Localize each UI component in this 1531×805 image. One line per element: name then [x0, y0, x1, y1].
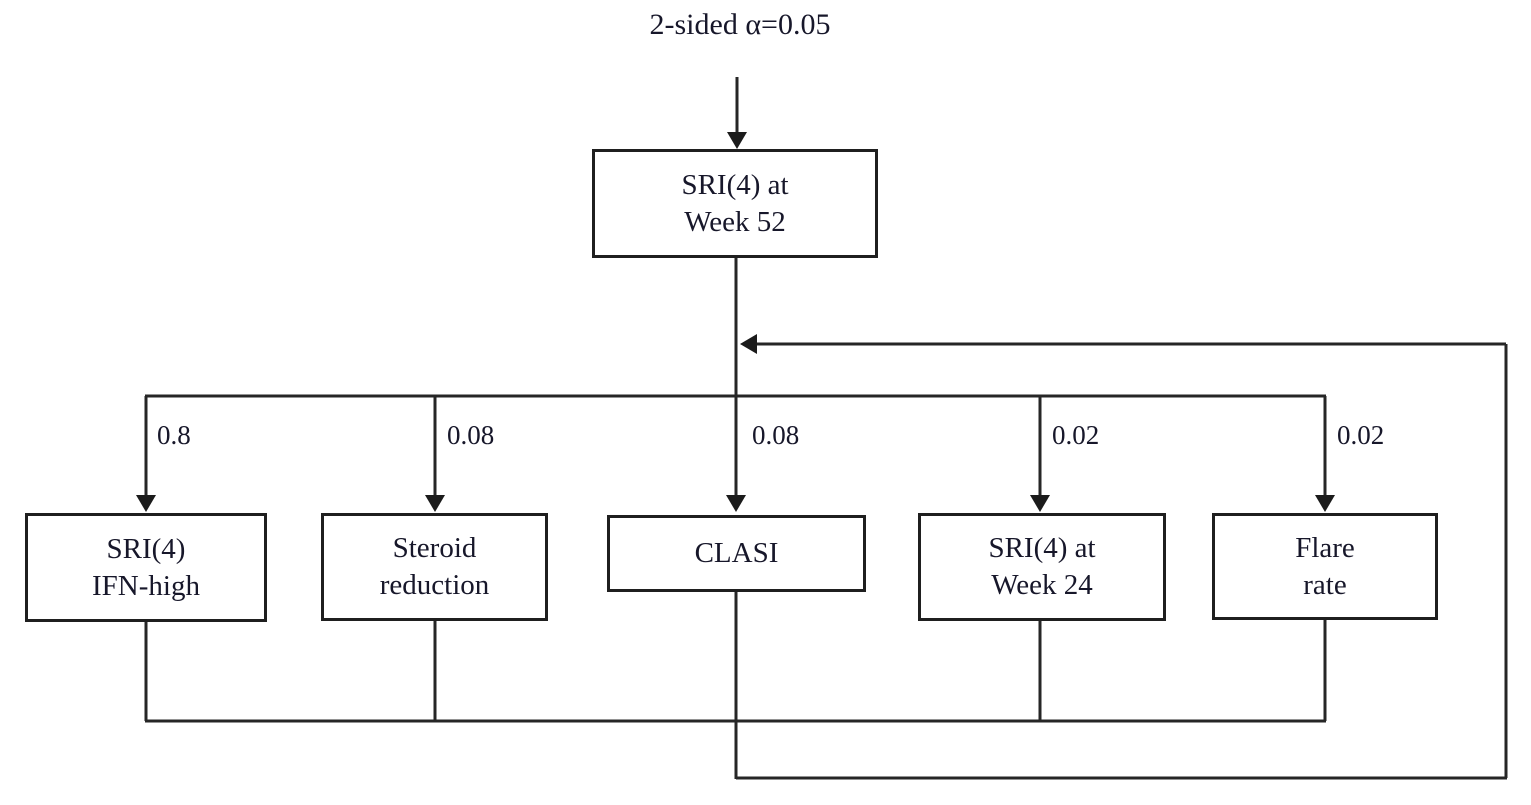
recycle-arrow: [734, 334, 1508, 780]
node-label-line: Steroid: [392, 532, 477, 564]
node-label-line: reduction: [379, 569, 490, 601]
branch-weight-label: 0.08: [447, 420, 495, 450]
branch-arrows: [136, 396, 1335, 512]
node-clasi: CLASI: [607, 515, 866, 592]
node-steroid-reduction: Steroid reduction: [321, 513, 548, 621]
alpha-note-label: 2-sided α=0.05: [649, 8, 831, 41]
root-to-split-arrow: [726, 258, 746, 512]
node-label-line: SRI(4): [106, 532, 186, 565]
node-label-line: Week 52: [684, 205, 786, 238]
branch-weight-label: 0.02: [1052, 420, 1100, 450]
node-sri4-ifn-high: SRI(4) IFN-high: [25, 513, 267, 622]
node-label-line: Week 24: [991, 569, 1093, 601]
node-label-line: SRI(4) at: [681, 168, 789, 201]
node-label-line: SRI(4) at: [988, 532, 1096, 564]
branch-weight-label: 0.08: [752, 420, 800, 450]
node-sri4-week52: SRI(4) at Week 52: [592, 149, 878, 258]
node-sri4-week24: SRI(4) at Week 24: [918, 513, 1166, 621]
node-flare-rate: Flare rate: [1212, 513, 1438, 620]
alpha-to-root-arrow: [727, 77, 747, 149]
branch-weight-label: 0.02: [1337, 420, 1385, 450]
node-label-line: rate: [1303, 568, 1347, 601]
branch-weight-label: 0.8: [157, 420, 191, 450]
node-label-line: CLASI: [694, 537, 779, 569]
node-label-line: IFN-high: [92, 569, 200, 602]
collector-lines: [144, 619, 1327, 723]
node-label-line: Flare: [1295, 531, 1355, 564]
